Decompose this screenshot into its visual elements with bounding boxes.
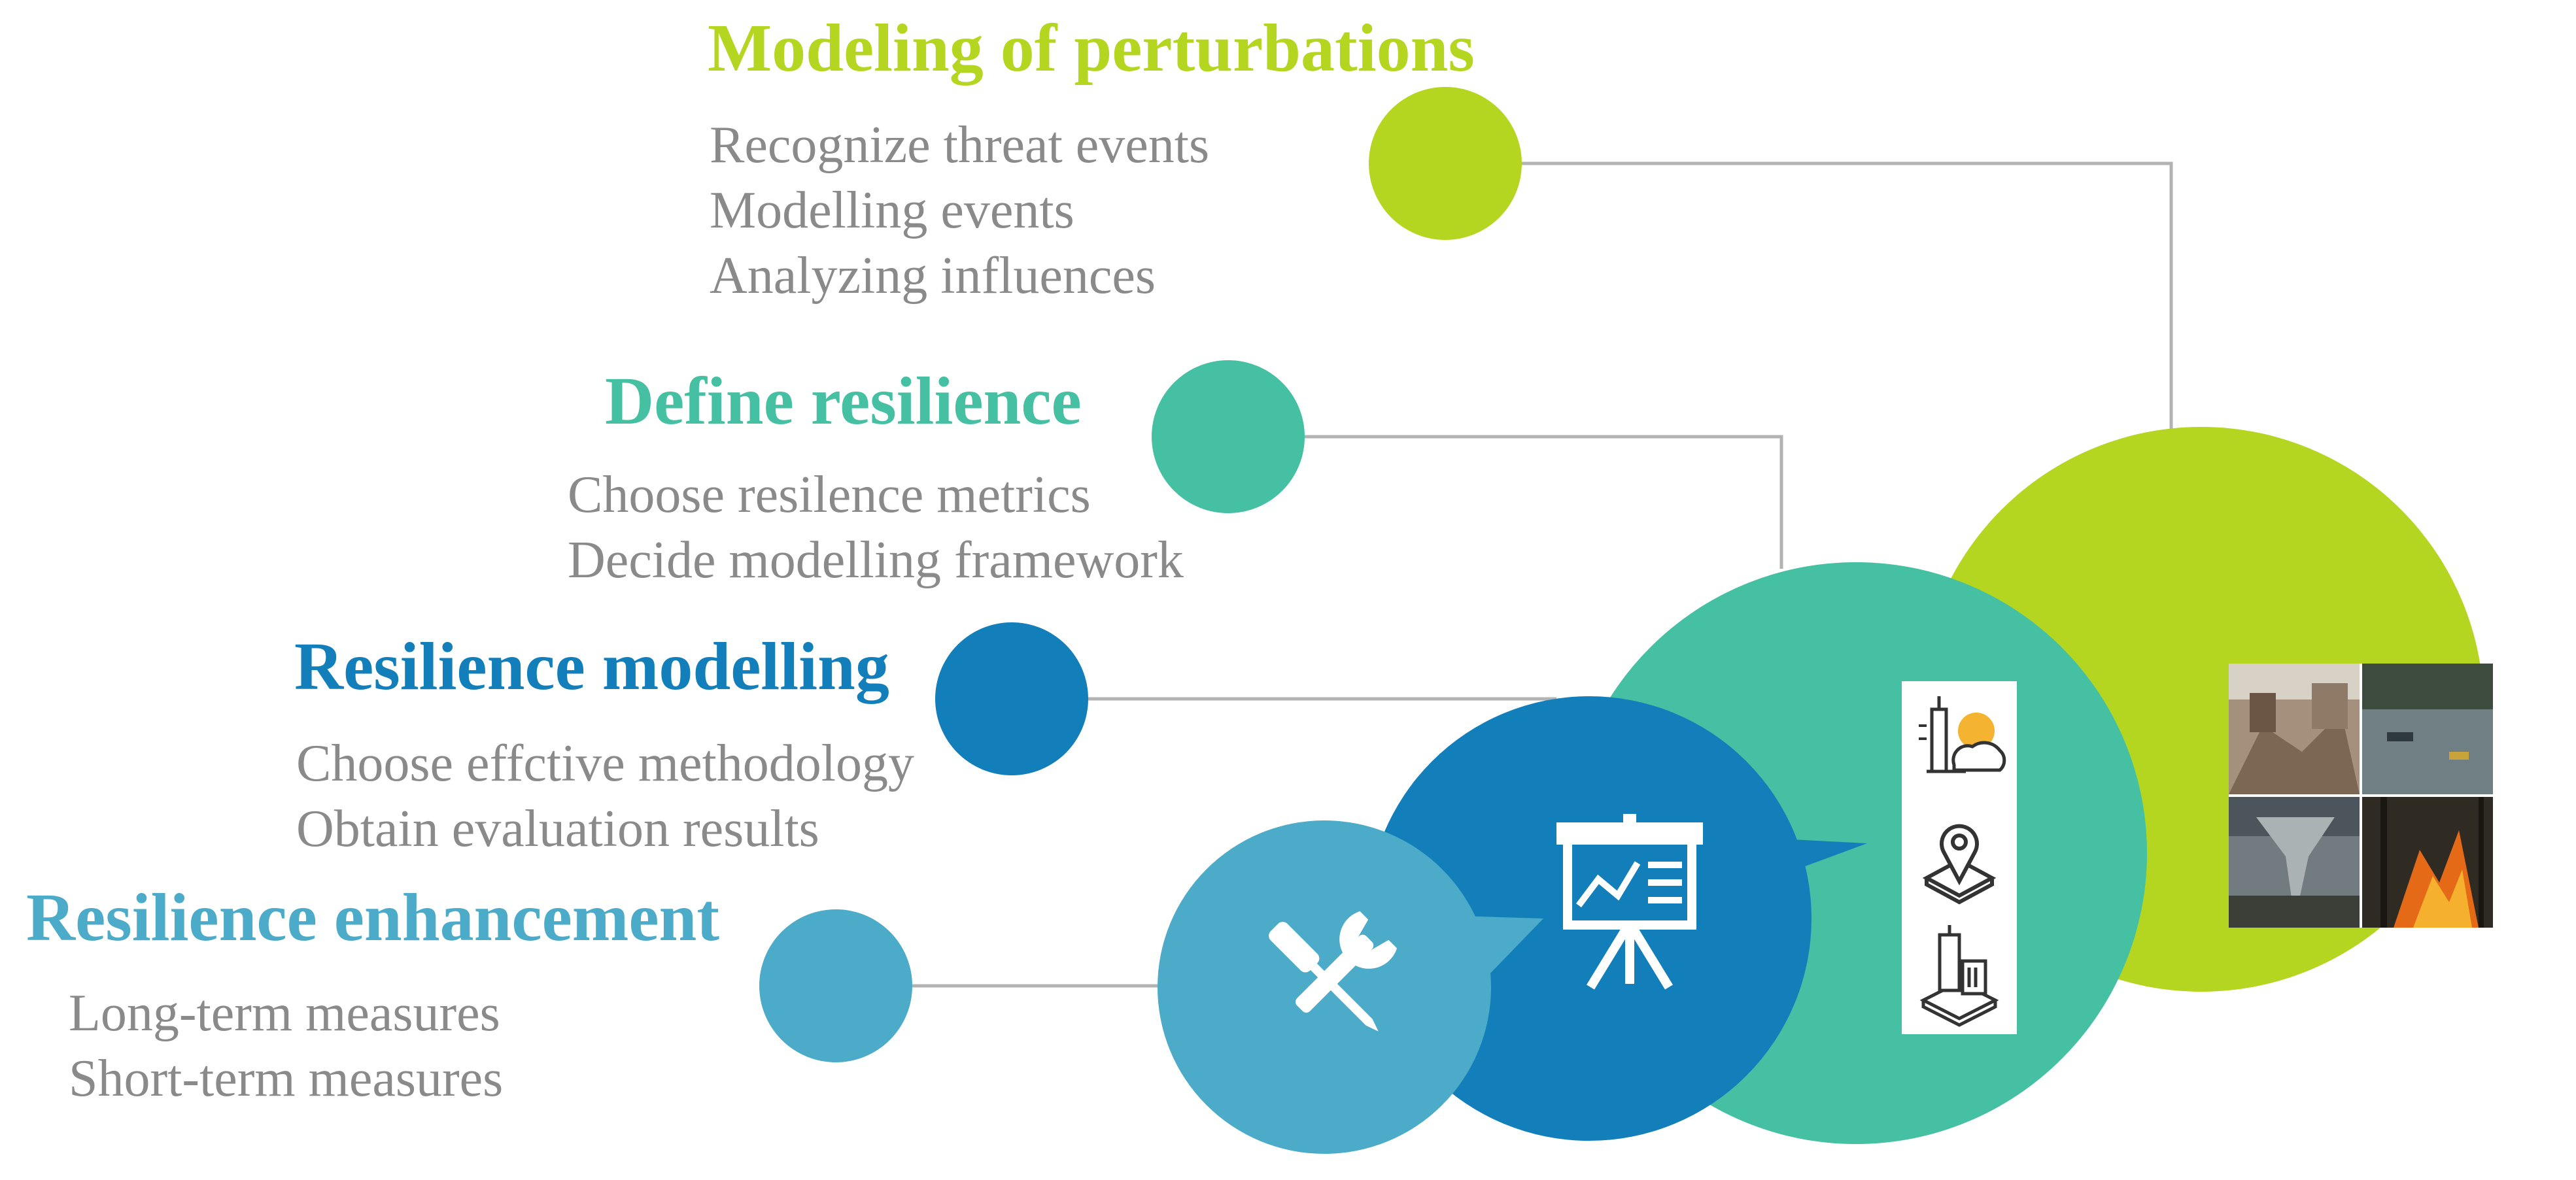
perturbations-title: Modeling of perturbations [708,10,1475,86]
connectors [911,161,2173,988]
wrench-screwdriver-icon [1269,911,1398,1032]
define-items: Choose resilence metrics Decide modellin… [568,462,1184,593]
wildfire-icon [2362,797,2493,928]
enhancement-items: Long-term measures Short-term measures [69,981,503,1111]
presentation-board-icon [1556,814,1703,990]
perturbations-items: Recognize threat events Modelling events… [710,112,1209,309]
define-circle [1152,360,1305,513]
perturbations-item: Analyzing influences [710,247,1156,305]
perturbations-circle [1369,87,1522,240]
perturbations-item: Recognize threat events [710,116,1210,174]
enhancement-circle [759,909,912,1062]
modelling-circle [935,622,1088,775]
tornado-icon [2229,797,2360,928]
building-infrastructure-icon [1919,925,1999,1027]
connector-perturbations [1521,161,2173,431]
enhancement-item: Short-term measures [69,1050,504,1107]
define-item: Choose resilence metrics [568,466,1091,524]
disaster-photo-grid [2229,664,2493,928]
modelling-item: Choose effctive methodology [296,735,914,792]
enhancement-item: Long-term measures [69,985,500,1042]
connector-define [1303,435,1783,569]
location-pin-icon [1922,824,1997,905]
modelling-item: Obtain evaluation results [296,800,819,858]
enhancement-title: Resilience enhancement [26,880,720,955]
weather-tower-icon [1919,696,2006,773]
define-title: Define resilience [605,363,1082,439]
perturbations-item: Modelling events [710,182,1074,239]
define-item: Decide modelling framework [568,531,1184,589]
modelling-title: Resilience modelling [294,629,889,704]
flood-icon [2362,664,2493,794]
earthquake-rubble-icon [2229,664,2360,794]
modelling-items: Choose effctive methodology Obtain evalu… [296,731,914,862]
